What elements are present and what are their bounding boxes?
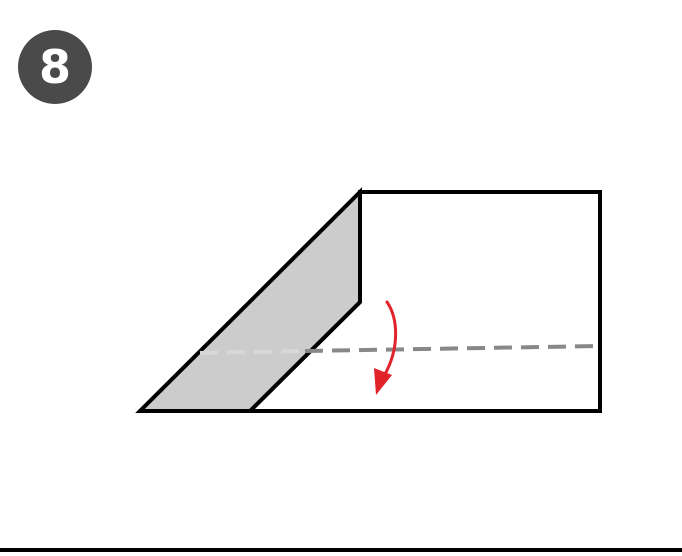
bottom-divider (0, 548, 682, 552)
fold-line (304, 344, 601, 353)
fold-arrow-icon (374, 300, 398, 395)
fold-line-over-flap (199, 349, 306, 355)
step-number: 8 (38, 40, 71, 94)
step-number-badge: 8 (18, 30, 92, 104)
folded-flap (135, 187, 362, 413)
